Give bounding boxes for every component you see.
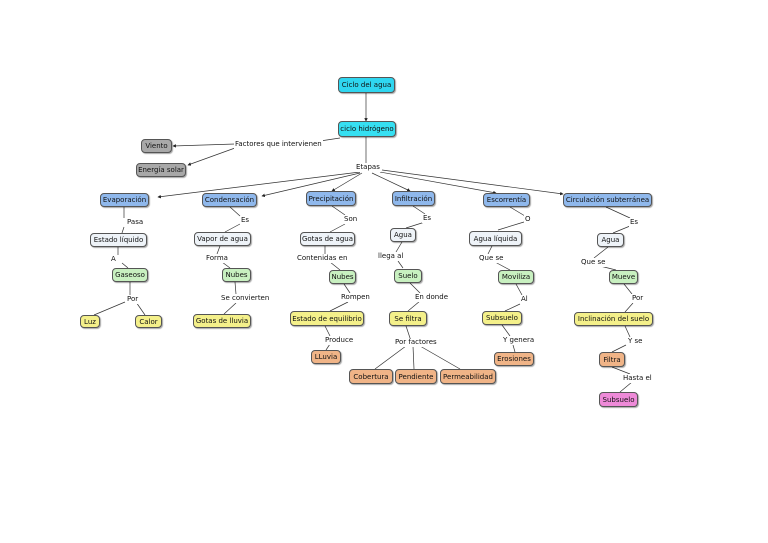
node-escorrentia[interactable]: Escorrentía: [483, 193, 530, 207]
link-por-factores: Por factores: [394, 338, 438, 347]
link-rompen: Rompen: [340, 293, 371, 302]
link-que-se-1: Que se: [478, 254, 505, 263]
node-subsuelo-2[interactable]: Subsuelo: [599, 392, 638, 407]
link-produce: Produce: [324, 336, 355, 345]
node-estado-liquido[interactable]: Estado líquido: [90, 233, 147, 247]
node-circulacion-subterranea[interactable]: Circulación subterránea: [563, 193, 652, 207]
link-que-se-2: Que se: [580, 258, 607, 267]
node-gaseoso[interactable]: Gaseoso: [112, 268, 148, 282]
link-en-donde: En donde: [414, 293, 449, 302]
node-suelo[interactable]: Suelo: [394, 269, 422, 283]
link-son: Son: [343, 215, 359, 224]
node-precipitacion[interactable]: Precipitación: [306, 191, 356, 206]
node-gotas-de-lluvia[interactable]: Gotas de lluvia: [193, 314, 251, 328]
node-nubes-2[interactable]: Nubes: [329, 270, 356, 284]
node-evaporacion[interactable]: Evaporación: [100, 193, 149, 207]
node-se-filtra[interactable]: Se filtra: [389, 311, 427, 326]
node-vapor-de-agua[interactable]: Vapor de agua: [194, 232, 251, 246]
link-a: A: [110, 255, 117, 264]
node-agua-liquida[interactable]: Agua líquida: [469, 231, 522, 246]
node-estado-de-equilibrio[interactable]: Estado de equilibrio: [290, 311, 364, 326]
node-moviliza[interactable]: Moviliza: [498, 270, 534, 284]
link-forma: Forma: [205, 254, 229, 263]
node-pendiente[interactable]: Pendiente: [395, 369, 437, 384]
node-ciclo-del-agua[interactable]: Ciclo del agua: [338, 77, 395, 93]
node-luz[interactable]: Luz: [80, 315, 100, 328]
link-y-genera: Y genera: [502, 336, 536, 345]
node-infiltracion[interactable]: Infiltración: [392, 191, 435, 206]
node-ciclo-hidrogeno[interactable]: ciclo hidrógeno: [338, 121, 396, 137]
link-es-1: Es: [240, 216, 251, 225]
node-erosiones[interactable]: Erosiones: [494, 352, 534, 366]
link-pasa: Pasa: [126, 218, 145, 227]
node-energia-solar[interactable]: Energía solar: [136, 163, 186, 177]
link-factores: Factores que intervienen: [234, 140, 323, 149]
node-calor[interactable]: Calor: [135, 315, 162, 328]
node-subsuelo-1[interactable]: Subsuelo: [482, 311, 522, 325]
node-agua-circulacion[interactable]: Agua: [597, 233, 624, 247]
node-inclinacion-del-suelo[interactable]: Inclinación del suelo: [574, 312, 653, 326]
node-viento[interactable]: Viento: [141, 139, 172, 153]
link-por-2: Por: [631, 294, 645, 303]
link-o: O: [524, 215, 532, 224]
node-condensacion[interactable]: Condensación: [202, 193, 257, 207]
node-lluvia[interactable]: LLuvia: [311, 350, 341, 364]
link-y-se: Y se: [627, 337, 644, 346]
node-mueve[interactable]: Mueve: [609, 270, 638, 284]
node-gotas-de-agua[interactable]: Gotas de agua: [300, 232, 355, 246]
link-por-1: Por: [126, 295, 140, 304]
link-hasta-el: Hasta el: [622, 374, 653, 383]
node-filtra[interactable]: Filtra: [599, 352, 625, 367]
link-etapas: Etapas: [355, 163, 381, 172]
link-es-2: Es: [422, 214, 433, 223]
link-llega-al: llega al: [377, 252, 405, 261]
node-cobertura[interactable]: Cobertura: [349, 369, 393, 384]
link-es-3: Es: [629, 218, 640, 227]
node-nubes-1[interactable]: Nubes: [222, 268, 251, 282]
link-se-convierten: Se convierten: [220, 294, 271, 303]
node-agua-infiltracion[interactable]: Agua: [390, 228, 416, 242]
node-permeabilidad[interactable]: Permeabilidad: [440, 369, 496, 384]
link-contenidas-en: Contenidas en: [296, 254, 349, 263]
link-al: Al: [520, 295, 529, 304]
